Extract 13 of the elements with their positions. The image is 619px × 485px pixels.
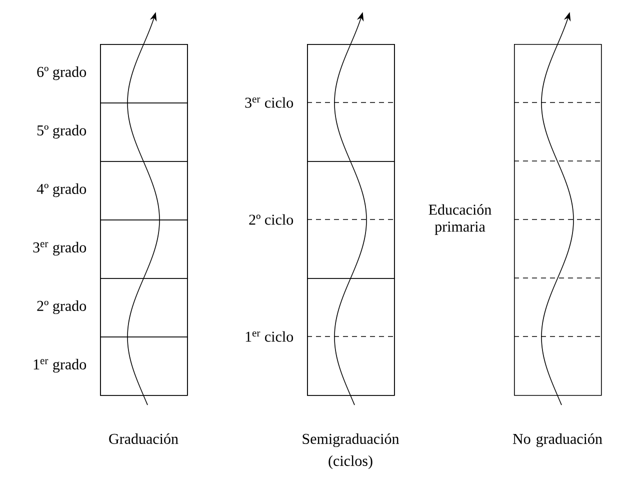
side-label: 2º grado — [37, 300, 86, 314]
side-label: 6º grado — [37, 66, 86, 80]
side-label: 1$^{er}$ ciclo — [246, 331, 294, 342]
column-caption: Graduación — [109, 433, 178, 444]
side-label: 1$^{er}$ grado — [34, 358, 86, 373]
side-label: Educación primaria — [428, 204, 492, 235]
side-label: 4º grado — [36, 183, 86, 198]
side-label: 5º grado — [37, 124, 86, 139]
side-label: 2º ciclo — [249, 214, 294, 225]
column-caption: Semigraduación (ciclos) — [302, 433, 400, 470]
side-label: 3$^{er}$ ciclo — [245, 97, 294, 108]
side-label: 3$^{er}$ grado — [33, 242, 86, 256]
column-caption: No graduación — [512, 433, 602, 448]
